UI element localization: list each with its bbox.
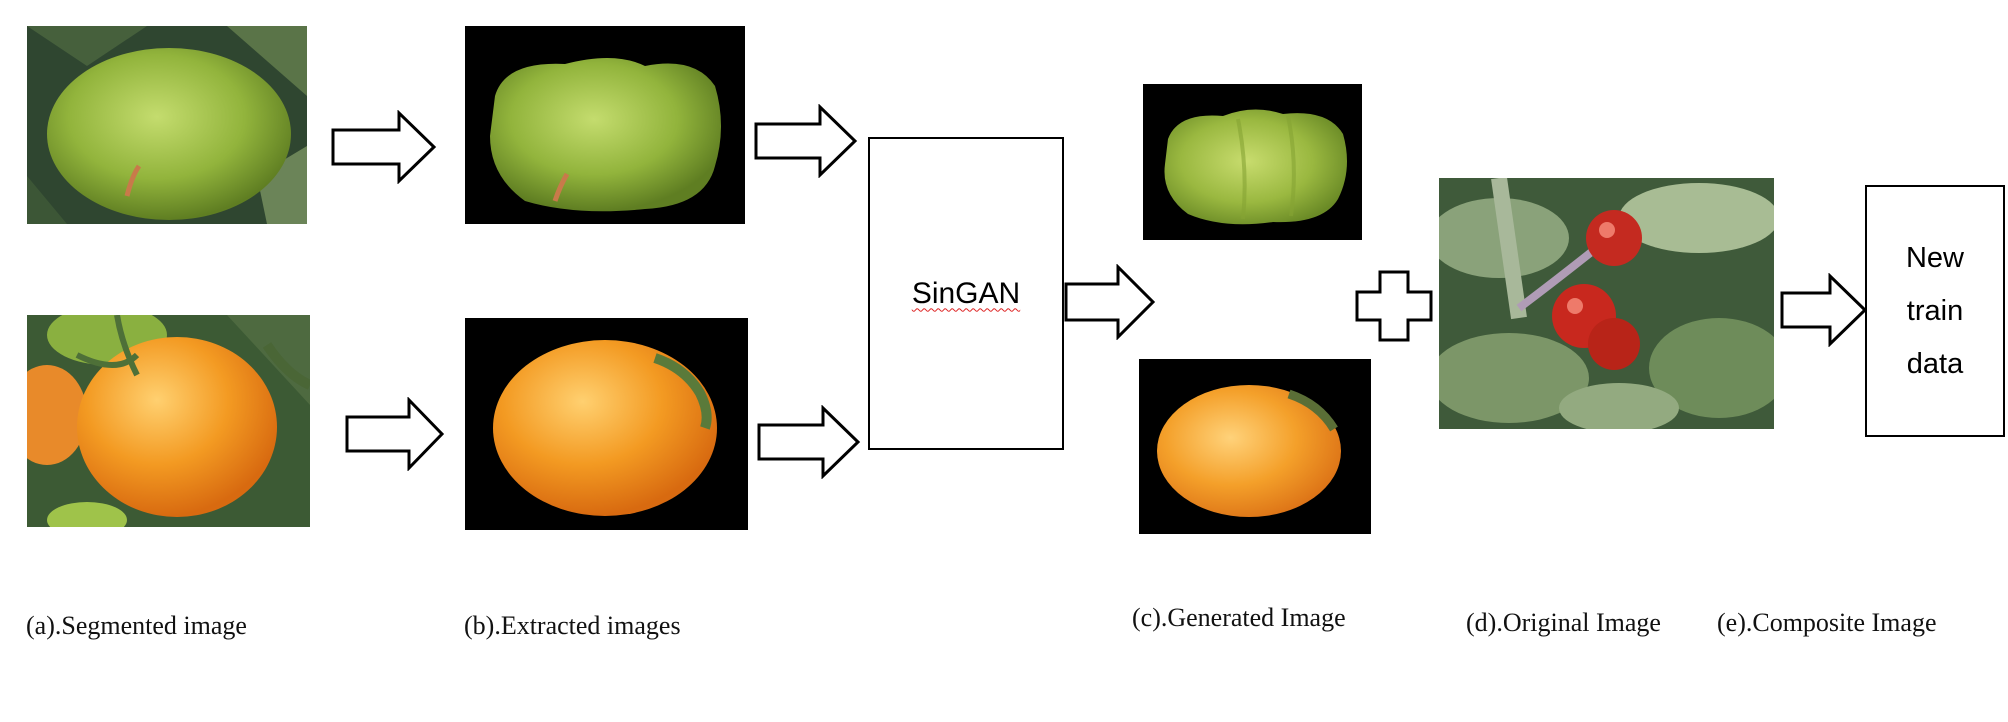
- caption-original-image: (d).Original Image: [1466, 608, 1661, 637]
- arrow-a-to-b-bottom: [345, 397, 445, 471]
- segmented-green-tomato-image: [27, 26, 307, 224]
- generated-green-tomato-image: [1143, 84, 1362, 240]
- extracted-green-tomato-image: [465, 26, 745, 224]
- caption-composite-image: (e).Composite Image: [1717, 608, 1937, 637]
- plus-icon: [1355, 270, 1433, 342]
- new-train-data-box: New train data: [1865, 185, 2005, 437]
- segmented-orange-tomato-image: [27, 315, 310, 527]
- singan-label: SinGAN: [911, 276, 1021, 310]
- arrow-a-to-b-top: [331, 110, 437, 184]
- new-train-data-label: New train data: [1905, 241, 1964, 380]
- original-greenhouse-image: [1439, 178, 1774, 429]
- caption-segmented-image: (a).Segmented image: [26, 611, 247, 640]
- caption-generated-image: (c).Generated Image: [1132, 603, 1346, 632]
- singan-box: SinGAN: [868, 137, 1064, 450]
- caption-extracted-images: (b).Extracted images: [464, 611, 681, 640]
- arrow-to-new-train-data: [1780, 273, 1868, 347]
- arrow-b-to-singan-top: [754, 104, 858, 178]
- arrow-b-to-singan-bottom: [757, 405, 861, 479]
- generated-orange-tomato-image: [1139, 359, 1371, 534]
- extracted-orange-tomato-image: [465, 318, 748, 530]
- arrow-singan-to-generated: [1064, 264, 1156, 340]
